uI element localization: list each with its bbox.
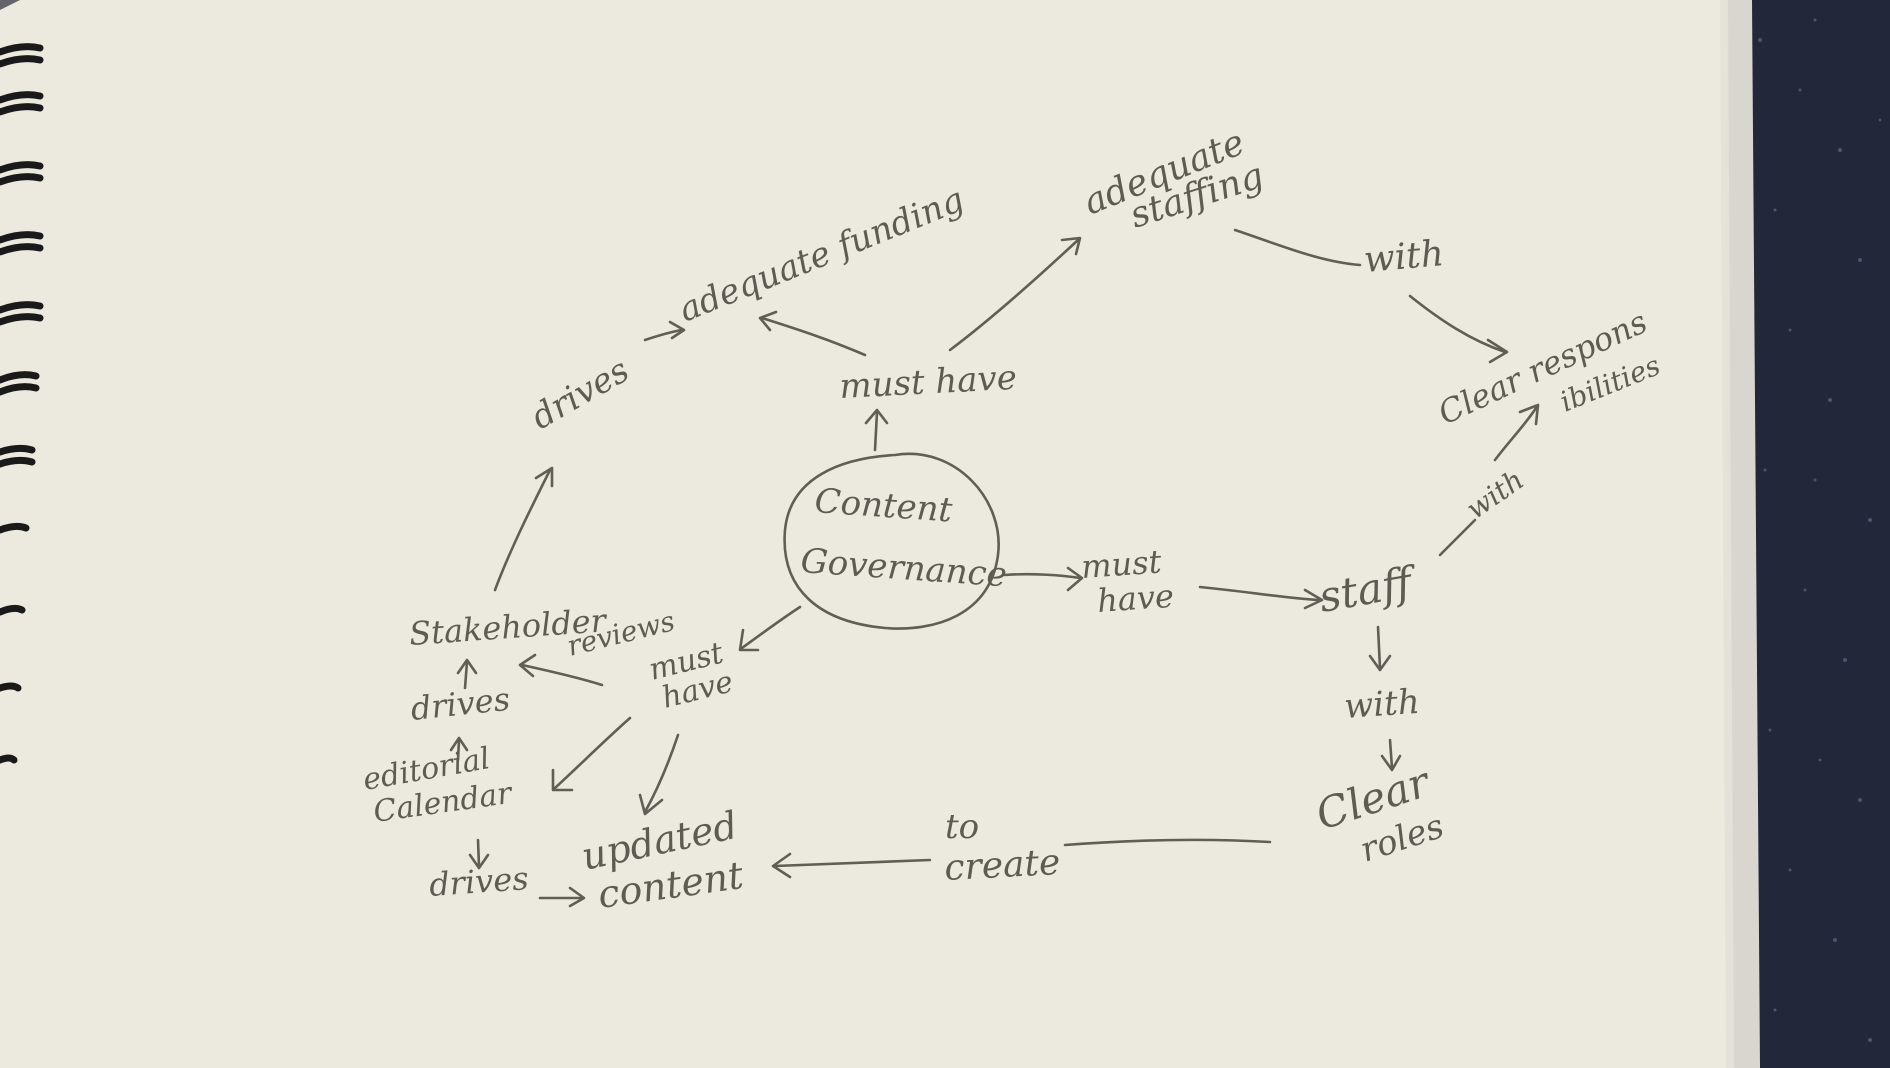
page-shading <box>0 0 1726 1068</box>
arrow-with-to-responsibilities <box>1408 294 1507 354</box>
label-must-right: must <box>1080 542 1163 586</box>
arrow-create-to-updated-content <box>773 858 932 868</box>
label-with-top: with <box>1362 233 1445 281</box>
arrow-must-have-to-funding <box>760 316 867 357</box>
connectors <box>449 228 1540 908</box>
arrow-staff-down <box>1376 625 1382 670</box>
arrow-stakeholder-to-drives <box>493 468 552 592</box>
arrow-must-have-to-stakeholder <box>520 663 604 687</box>
arrow-must-have-to-staffing <box>948 238 1080 352</box>
line-clear-roles-to-create <box>1063 838 1272 847</box>
arrow-with-to-responsibilities-up <box>1493 406 1538 462</box>
arrow-circle-to-must-have-top <box>873 410 879 452</box>
label-create: create <box>943 842 1061 889</box>
arrow-must-have-to-editorial <box>553 716 632 790</box>
arrow-drives-to-funding <box>643 328 684 342</box>
label-content: Content <box>813 481 954 531</box>
spiral-binding <box>0 43 44 764</box>
arrow-must-have-to-staff <box>1198 585 1320 602</box>
arrow-drives-to-stakeholder <box>463 660 469 690</box>
notebook-page <box>0 0 1726 1068</box>
content-governance-circle <box>783 452 1000 630</box>
arrow-circle-to-must-have-left <box>740 605 802 650</box>
line-staffing-to-with <box>1233 228 1362 267</box>
arrow-with-down <box>1388 738 1394 770</box>
label-have-right: have <box>1096 577 1175 620</box>
label-drives-bottom: drives <box>428 859 530 904</box>
arrow-must-have-to-updated-content <box>643 733 680 814</box>
line-staff-to-with-up <box>1438 518 1477 557</box>
label-with-down: with <box>1343 682 1421 727</box>
label-to: to <box>945 807 979 847</box>
arrow-circle-to-must-have-right <box>1003 572 1082 580</box>
arrow-calendar-to-drives <box>476 838 481 868</box>
label-must-have-top: must have <box>838 358 1017 407</box>
arrow-editorial-to-drives <box>456 738 461 762</box>
